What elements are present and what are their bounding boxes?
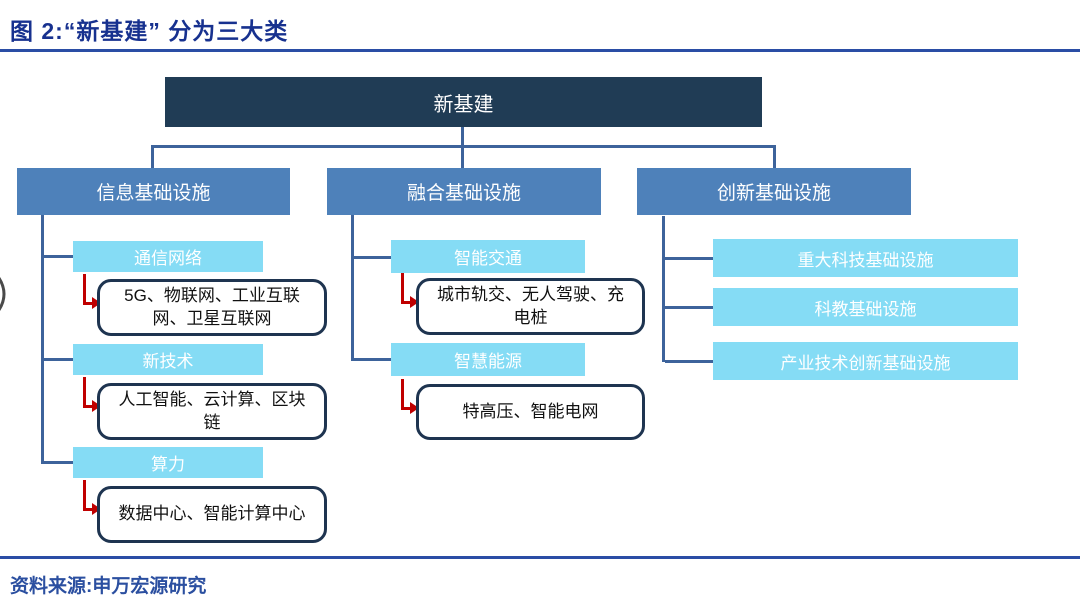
leaf-detail-computing-power: 数据中心、智能计算中心 xyxy=(97,486,327,543)
connector-drop-middle xyxy=(461,145,464,168)
connector-col1-branch-2 xyxy=(44,358,73,361)
leaf-detail-intelligent-transport: 城市轨交、无人驾驶、充电桩 xyxy=(416,278,645,335)
figure-title: 图 2:“新基建” 分为三大类 xyxy=(10,18,289,44)
leaf-header-smart-energy: 智慧能源 xyxy=(391,343,585,376)
cut-off-paren-glyph xyxy=(0,277,6,311)
red-elbow-arrow-icon xyxy=(83,480,103,516)
leaf-header-major-science-tech-infrastructure: 重大科技基础设施 xyxy=(713,239,1018,277)
connector-col3-branch-3 xyxy=(665,360,713,363)
branch-converged-infrastructure: 融合基础设施 xyxy=(327,168,601,215)
connector-col1-branch-3 xyxy=(44,461,73,464)
red-elbow-arrow-icon xyxy=(401,379,421,415)
connector-col2-branch-1 xyxy=(354,256,391,259)
source-note: 资料来源:申万宏源研究 xyxy=(10,576,207,597)
connector-col3-trunk xyxy=(662,216,665,362)
leaf-header-industrial-tech-innovation-infrastructure: 产业技术创新基础设施 xyxy=(713,342,1018,380)
leaf-detail-communication-network: 5G、物联网、工业互联网、卫星互联网 xyxy=(97,279,327,336)
connector-root-stem xyxy=(461,127,464,147)
leaf-detail-smart-energy: 特高压、智能电网 xyxy=(416,384,645,440)
title-underline xyxy=(0,49,1080,52)
connector-col2-trunk xyxy=(351,215,354,361)
branch-innovation-infrastructure: 创新基础设施 xyxy=(637,168,911,215)
red-elbow-arrow-icon xyxy=(83,274,103,310)
branch-information-infrastructure: 信息基础设施 xyxy=(17,168,290,215)
leaf-header-computing-power: 算力 xyxy=(73,447,263,478)
connector-col3-branch-1 xyxy=(665,257,713,260)
connector-col2-branch-2 xyxy=(354,358,391,361)
connector-col1-trunk xyxy=(41,215,44,464)
leaf-header-communication-network: 通信网络 xyxy=(73,241,263,272)
root-node-xinjijian: 新基建 xyxy=(165,77,762,127)
leaf-detail-new-technology: 人工智能、云计算、区块链 xyxy=(97,383,327,440)
leaf-header-science-education-infrastructure: 科教基础设施 xyxy=(713,288,1018,326)
leaf-header-new-technology: 新技术 xyxy=(73,344,263,375)
red-elbow-arrow-icon xyxy=(83,377,103,413)
footer-rule xyxy=(0,556,1080,559)
connector-col1-branch-1 xyxy=(44,255,73,258)
connector-col3-branch-2 xyxy=(665,306,713,309)
leaf-header-intelligent-transport: 智能交通 xyxy=(391,240,585,273)
connector-drop-left xyxy=(151,145,154,168)
connector-drop-right xyxy=(773,145,776,168)
red-elbow-arrow-icon xyxy=(401,273,421,309)
